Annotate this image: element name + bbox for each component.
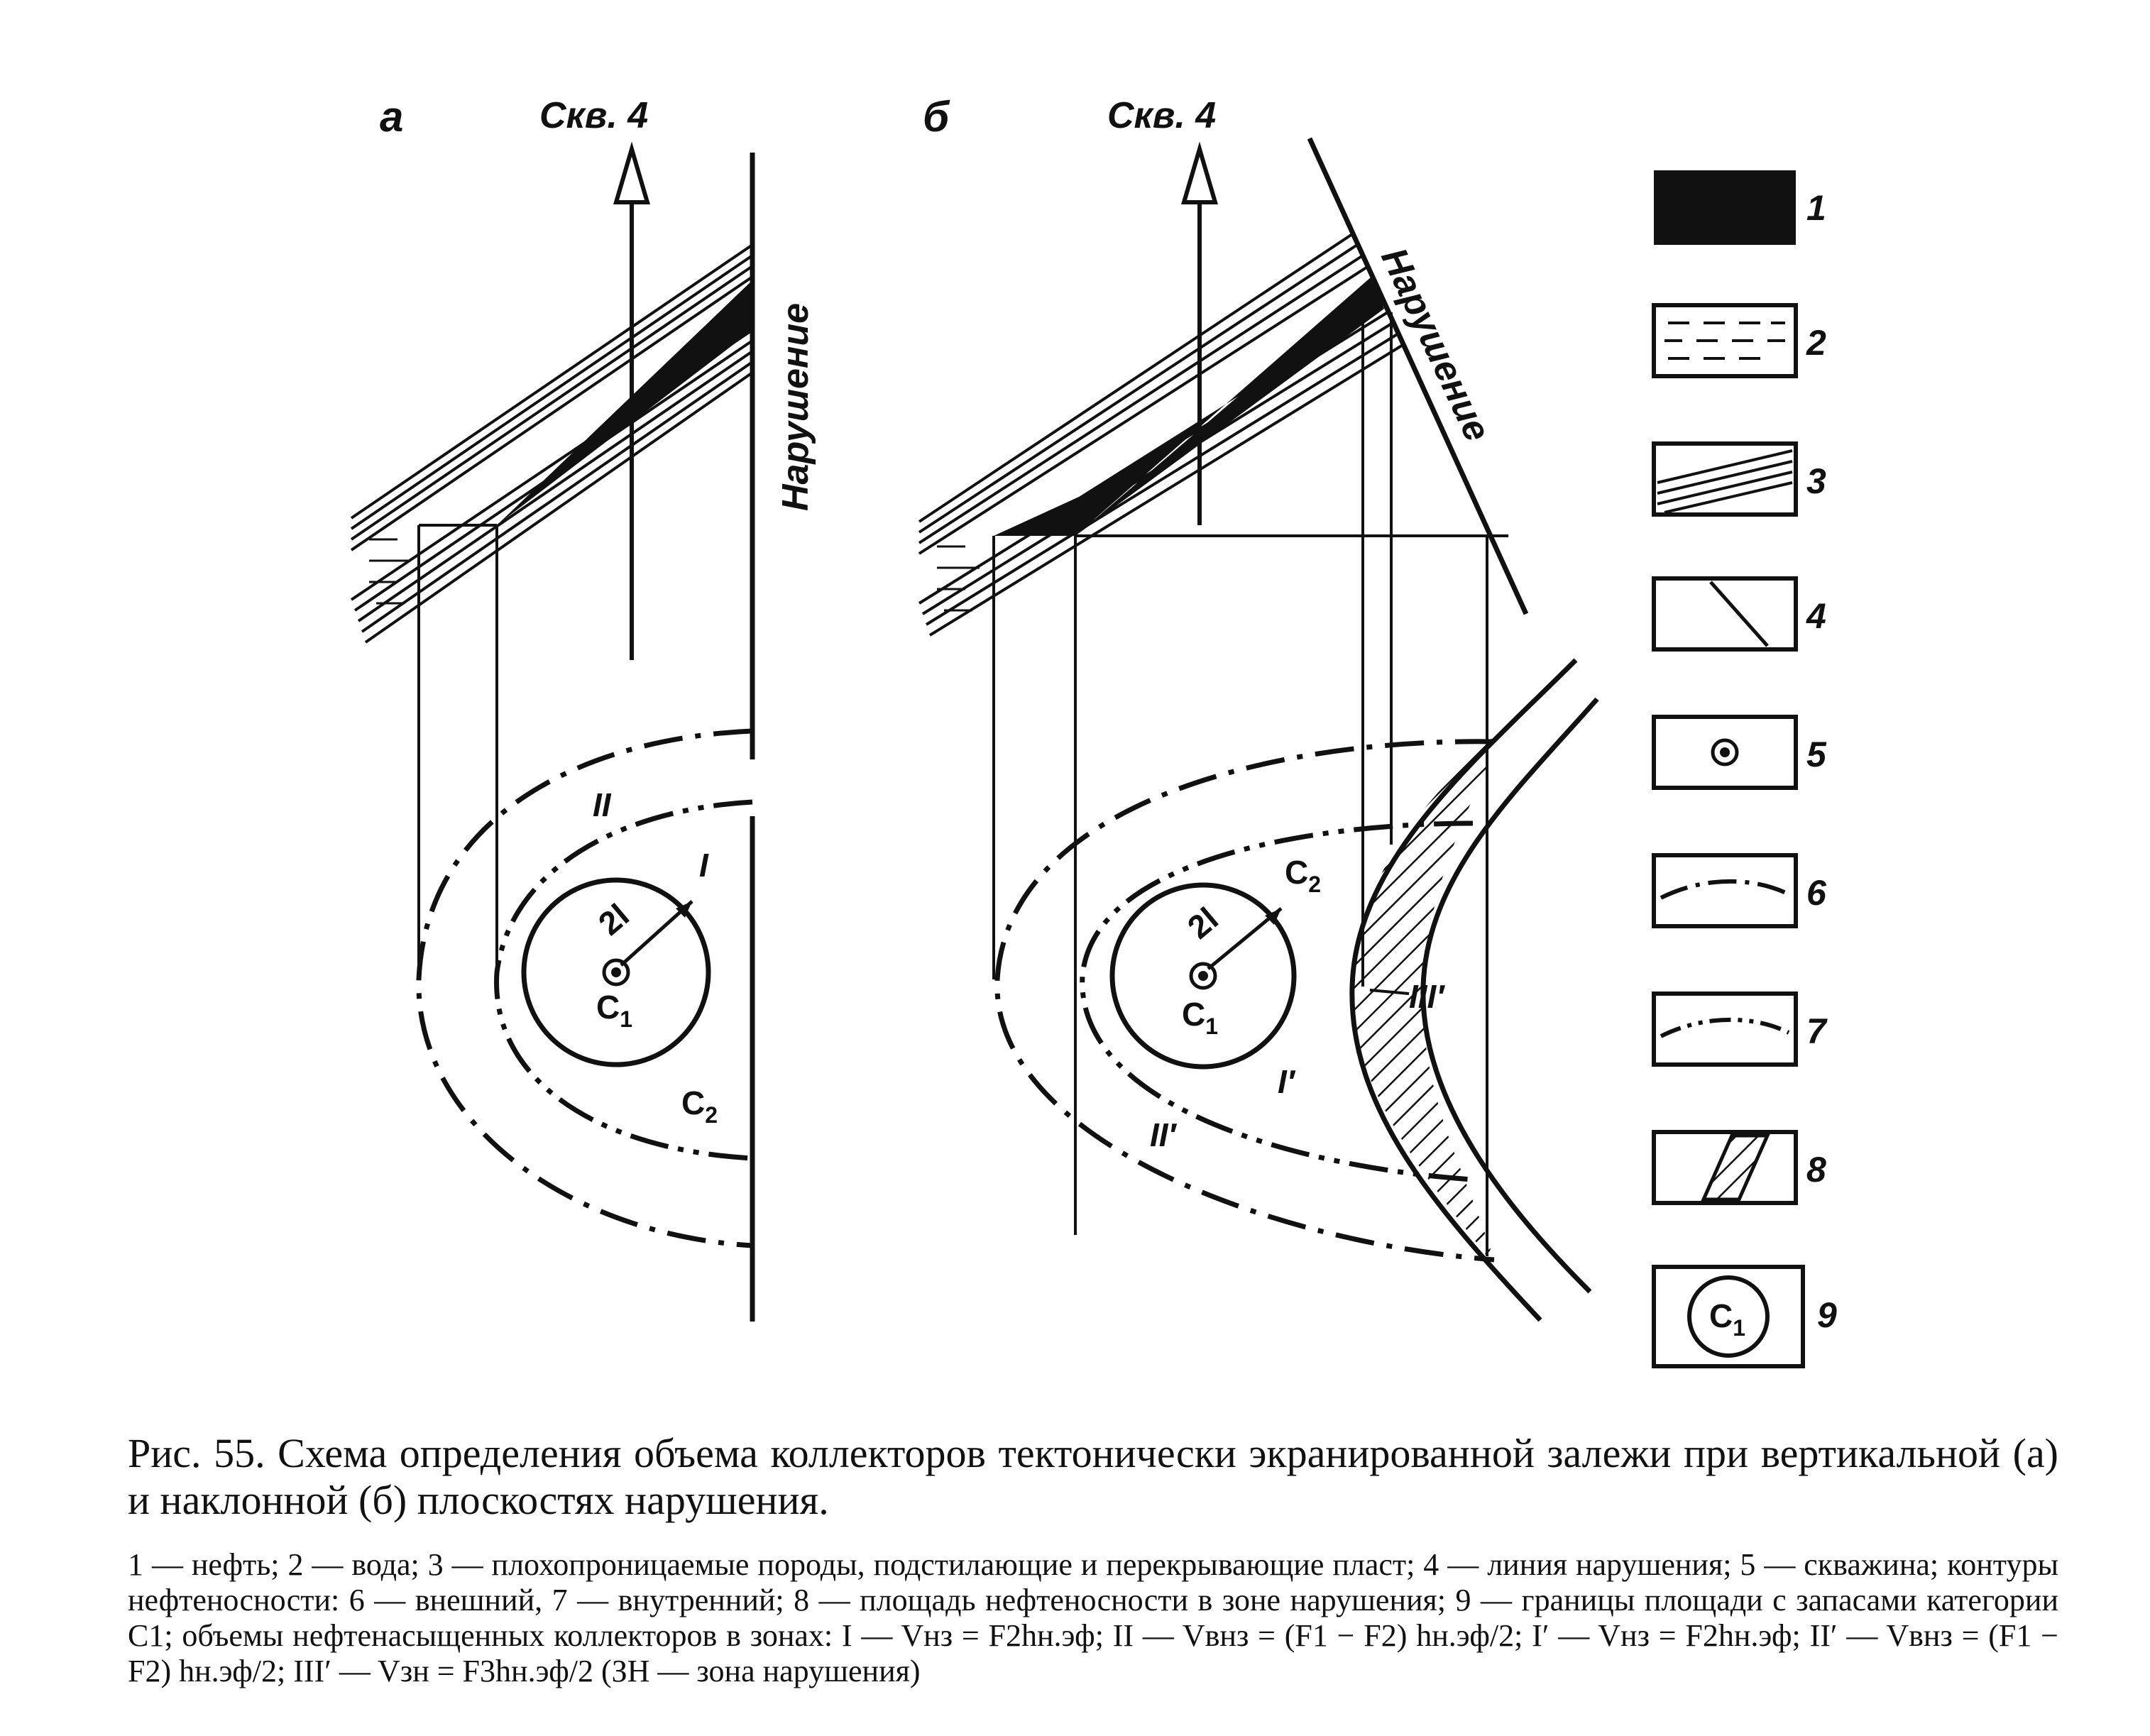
outer-contour (994, 739, 1495, 1263)
panel-a-radius-label: 2l (591, 896, 636, 943)
panel-b-c2-label: C2 (1285, 854, 1321, 897)
legend-num-8: 8 (1806, 1150, 1826, 1190)
panel-b-zone-ii: II′ (1150, 1116, 1178, 1153)
panel-a-letter: а (380, 93, 403, 141)
water-zone (369, 538, 408, 605)
figure-caption: Рис. 55. Схема определения объема коллек… (128, 1430, 2058, 1523)
panel-b-radius-label: 2l (1180, 900, 1225, 946)
legend-description: 1 — нефть; 2 — вода; 3 — плохопроницаемы… (128, 1547, 2058, 1688)
legend-swatch-oil (1654, 170, 1796, 245)
legend-swatch-fault-zone (1652, 1130, 1798, 1205)
legend-swatch-inner-contour (1652, 991, 1798, 1067)
legend-num-9: 9 (1817, 1295, 1837, 1335)
panel-a: а Скв. 4 Нарушение (350, 93, 816, 1322)
panel-b-zone-i: I′ (1278, 1063, 1296, 1100)
legend-num-2: 2 (1806, 323, 1826, 363)
legend-num-1: 1 (1806, 188, 1826, 228)
legend-num-7: 7 (1806, 1011, 1828, 1051)
panel-a-well-label: Скв. 4 (539, 95, 648, 136)
inner-contour (1080, 820, 1474, 1182)
water-zone (937, 545, 980, 612)
inner-contour (494, 799, 753, 1161)
legend-swatch-c1-area: C1 (1652, 1265, 1805, 1368)
panel-b-letter: б (923, 93, 950, 141)
legend-swatch-low-permeability (1652, 441, 1798, 517)
legend-num-5: 5 (1806, 735, 1827, 774)
legend-num-3: 3 (1806, 461, 1826, 501)
reservoir-layers (918, 233, 1405, 637)
panel-a-fault-label: Нарушение (775, 303, 816, 511)
panel-b-c1-label: C1 (1182, 996, 1218, 1039)
outer-contour (416, 728, 753, 1248)
legend-swatch-fault-line (1652, 576, 1798, 652)
panel-b: б Скв. 4 Нарушение (918, 93, 1599, 1322)
legend-num-6: 6 (1806, 873, 1827, 913)
legend-num-4: 4 (1806, 596, 1826, 636)
legend-swatch-water (1652, 303, 1798, 378)
panel-a-c1-label: C1 (596, 989, 632, 1032)
panel-b-well-label: Скв. 4 (1107, 95, 1216, 136)
legend-c1-label: C1 (1709, 1297, 1745, 1341)
panel-a-c2-label: C2 (681, 1084, 718, 1128)
c1-boundary (521, 877, 711, 1067)
fault-line (1307, 137, 1529, 615)
legend-swatch-well (1652, 715, 1798, 790)
panel-b-zone-iii: III′ (1409, 978, 1445, 1015)
reservoir-layers (350, 243, 754, 644)
panel-a-zone-i: I (699, 847, 709, 884)
legend: 1 2 3 4 (1652, 170, 1837, 1368)
panel-a-zone-ii: II (593, 786, 612, 823)
figure: а Скв. 4 Нарушение (350, 93, 1837, 1368)
c1-boundary (1109, 882, 1297, 1070)
legend-swatch-outer-contour (1652, 853, 1798, 928)
